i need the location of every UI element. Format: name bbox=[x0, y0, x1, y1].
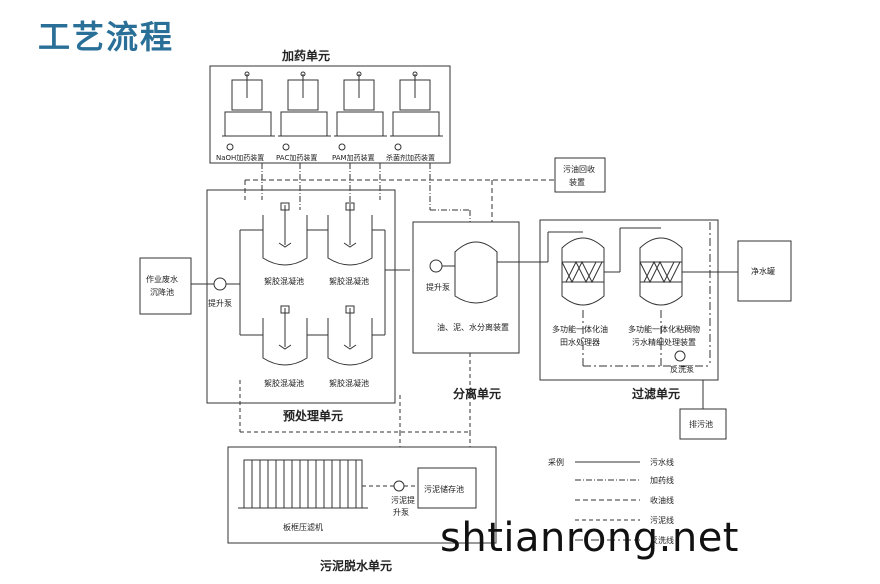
lift-pump-2-label: 提升泵 bbox=[426, 282, 450, 292]
oil-recovery-device bbox=[554, 157, 606, 193]
lift-pump-1-icon bbox=[213, 277, 227, 291]
lift-pump-1-label: 提升泵 bbox=[208, 298, 232, 308]
filtration-unit-title: 过滤单元 bbox=[632, 386, 680, 401]
legend-item-3: 收油线 bbox=[650, 495, 674, 505]
dosing-pump-2-icon bbox=[282, 143, 290, 151]
sludge-lines bbox=[239, 353, 471, 447]
dosing-device-4 bbox=[390, 71, 443, 137]
filter-press-label: 板框压滤机 bbox=[283, 522, 323, 532]
coag-tank-2-label: 絮胶混凝池 bbox=[329, 276, 369, 286]
source-pool-label-2: 沉降池 bbox=[150, 287, 174, 297]
sludge-tank bbox=[417, 467, 477, 509]
legend-item-5: 反洗线 bbox=[650, 535, 674, 545]
watermark: shtianrong.net bbox=[440, 515, 739, 561]
clean-water-tank bbox=[737, 240, 792, 302]
source-pool-label-1: 作业废水 bbox=[146, 274, 178, 284]
legend: 采例 污水线 加药线 收油线 污泥线 反洗线 bbox=[548, 457, 674, 545]
backwash-pump-icon bbox=[674, 350, 686, 362]
separator-label: 油、泥、水分离装置 bbox=[437, 322, 509, 332]
dosing-device-label-3: PAM加药装置 bbox=[332, 153, 375, 162]
lift-pump-2-icon bbox=[429, 259, 443, 273]
sludge-unit-frame bbox=[227, 446, 497, 544]
pretreatment-unit-title: 预处理单元 bbox=[283, 408, 343, 423]
dosing-pump-1-icon bbox=[226, 143, 234, 151]
filter-1-label-2: 田水处理器 bbox=[560, 337, 600, 347]
coag-tank-2 bbox=[327, 202, 373, 266]
backwash-lines bbox=[582, 222, 711, 367]
filter-press bbox=[238, 459, 368, 509]
clean-water-tank-label: 净水罐 bbox=[751, 266, 775, 276]
dosing-pump-4-icon bbox=[394, 143, 402, 151]
filter-vessel-1 bbox=[561, 237, 605, 306]
coag-tank-1-label: 絮胶混凝池 bbox=[264, 276, 304, 286]
filter-2-label-1: 多功能一体化粘稠物 bbox=[628, 324, 700, 334]
coag-tank-1 bbox=[262, 202, 308, 266]
filter-2-label-2: 污水精细处理装置 bbox=[632, 337, 696, 347]
coag-tank-4-label: 絮胶混凝池 bbox=[329, 378, 369, 388]
drain-pool-label: 排污池 bbox=[689, 419, 713, 429]
dosing-unit-frame bbox=[209, 65, 451, 164]
oil-recovery-label-1: 污油回收 bbox=[563, 164, 595, 174]
sludge-pump-icon bbox=[393, 480, 405, 492]
legend-title: 采例 bbox=[548, 457, 564, 467]
legend-item-4: 污泥线 bbox=[650, 515, 674, 525]
coag-tank-3 bbox=[262, 305, 308, 366]
oil-recovery-lines bbox=[244, 179, 555, 222]
separation-unit-frame bbox=[412, 221, 520, 354]
dosing-device-1 bbox=[222, 71, 275, 137]
source-pool bbox=[139, 257, 192, 315]
coag-tank-3-label: 絮胶混凝池 bbox=[264, 378, 304, 388]
dosing-device-3 bbox=[334, 71, 387, 137]
filter-1-label-1: 多功能一体化油 bbox=[552, 324, 608, 334]
sludge-pump-label-2: 升泵 bbox=[393, 508, 409, 517]
legend-item-2: 加药线 bbox=[650, 475, 674, 485]
pretreatment-wastewater-lines bbox=[226, 229, 410, 336]
filter-vessel-2 bbox=[639, 237, 683, 306]
sludge-unit-title: 污泥脱水单元 bbox=[320, 558, 392, 573]
pretreatment-unit-frame bbox=[206, 189, 396, 404]
filtration-wastewater-lines bbox=[540, 227, 738, 273]
separation-unit-title: 分离单元 bbox=[453, 386, 501, 401]
page-title: 工艺流程 bbox=[38, 18, 175, 56]
sludge-pump-label-1: 污泥提 bbox=[391, 495, 415, 505]
sludge-tank-label: 污泥储存池 bbox=[424, 484, 464, 494]
dosing-device-label-1: NaOH加药装置 bbox=[216, 153, 264, 162]
dosing-device-label-4: 杀菌剂加药装置 bbox=[386, 153, 435, 162]
legend-item-1: 污水线 bbox=[650, 457, 674, 467]
dosing-pump-3-icon bbox=[338, 143, 346, 151]
backwash-pump-label: 反洗泵 bbox=[670, 364, 694, 374]
filtration-unit-frame bbox=[539, 219, 719, 381]
dosing-device-2 bbox=[278, 71, 331, 137]
dosing-device-label-2: PAC加药装置 bbox=[276, 153, 317, 162]
coag-tank-4 bbox=[327, 305, 373, 366]
dosing-lines bbox=[261, 163, 471, 222]
separator-vessel bbox=[454, 241, 498, 304]
oil-recovery-label-2: 装置 bbox=[569, 177, 585, 187]
dosing-unit-title: 加药单元 bbox=[281, 48, 330, 63]
